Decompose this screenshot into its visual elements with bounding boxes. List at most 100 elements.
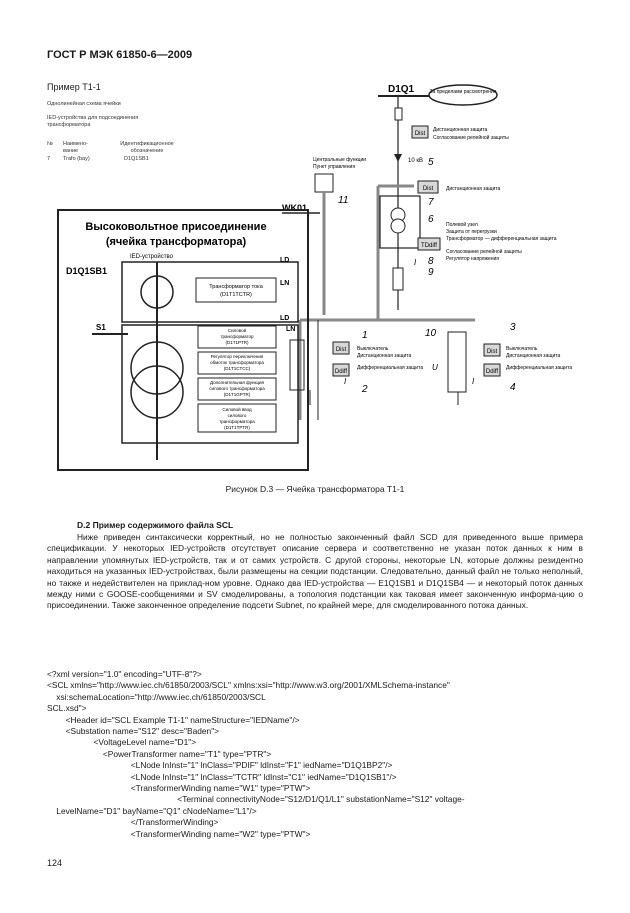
code-line: <SCL xmlns="http://www.iec.ch/61850/2003…	[47, 680, 450, 691]
num-2: 2	[361, 384, 368, 395]
right-breaker	[392, 267, 404, 291]
dist-top-label: Dist	[415, 131, 426, 137]
box-d-2: силового	[228, 413, 247, 418]
num-8: 8	[428, 256, 434, 267]
table-row-ident: D1Q1SB1	[124, 156, 149, 162]
transformer-bay-figure: D1Q1 За пределами рассмотрения Dist Дист…	[57, 84, 572, 471]
table-row-name: Trafo (bay)	[63, 156, 90, 162]
mid-note-0: Выключатель	[357, 346, 389, 352]
scl-code-listing: <?xml version="1.0" encoding="UTF-8"?> <…	[47, 669, 587, 840]
ddiff-r-label: Ddiff	[486, 369, 499, 375]
code-line: <LNode lnInst="1" lnClass="TCTR" ldInst=…	[47, 771, 397, 782]
ctrl-label-1: Центральные функции	[313, 157, 366, 163]
right2-note-2: Дифференциальная защита	[506, 365, 572, 371]
dist-top-note-2: Согласование релейной защиты	[433, 134, 509, 141]
i-d1-label: I	[344, 377, 347, 386]
ten-kv-label: 10 кВ	[408, 158, 423, 164]
cloud-label: За пределами рассмотрения	[430, 89, 497, 95]
ctrl-box	[314, 173, 334, 193]
code-line: <?xml version="1.0" encoding="UTF-8"?>	[47, 669, 202, 679]
d1q1-label: D1Q1	[388, 84, 415, 95]
section-heading: D.2 Пример содержимого файла SCL	[77, 520, 234, 530]
box-a-1: Силовой	[228, 327, 247, 333]
wk01-label: WK01	[282, 203, 307, 213]
dist-mid-label: Dist	[423, 186, 434, 192]
tdiff-label: TDdiff	[421, 243, 437, 249]
code-line: <Header id="SCL Example T1-1" nameStruct…	[47, 714, 300, 725]
top-disconnector	[394, 107, 403, 121]
box-a-2: трансформатор	[220, 334, 254, 339]
right-note-4: Регулятор напряжения	[446, 256, 499, 262]
right-note-1: Защита от перегрузки	[446, 229, 497, 235]
num-3: 3	[510, 322, 516, 333]
num-4: 4	[510, 382, 516, 393]
dist-mid-note: Дистанционная защита	[446, 186, 501, 192]
box-b	[197, 351, 277, 375]
box-d-1: Силовой ввод	[222, 406, 252, 412]
right2-note-0: Выключатель	[506, 346, 538, 352]
right-dev-frame	[447, 331, 467, 393]
ddiff-r-box	[483, 363, 501, 377]
code-line: <TransformerWinding name="W2" type="PTW"…	[47, 828, 311, 839]
code-line: SCL.xsd">	[47, 703, 87, 714]
hv-title-1: Высоковольтное присоединение	[85, 221, 266, 233]
box-a-3: (D1T1PTR)	[225, 340, 249, 345]
code-line: <Substation name="S12" desc="Baden">	[47, 726, 220, 737]
mid-note-2: Дифференциальная защита	[357, 365, 423, 371]
num-5: 5	[428, 157, 434, 168]
page-number: 124	[47, 858, 63, 868]
mid-note-1: Дистанционная защита	[357, 353, 412, 359]
ct-box	[195, 277, 277, 303]
box-c-1: Дополнительная функция	[210, 380, 265, 385]
left-dev-frame	[289, 339, 305, 391]
example-title: Пример T1-1	[47, 82, 101, 92]
body-paragraph: Ниже приведен синтаксически корректный, …	[47, 532, 583, 611]
s1-label: S1	[96, 323, 106, 332]
i-d3-label: I	[472, 377, 475, 386]
table-col-name: Наимено-вание	[63, 141, 88, 154]
box-d-3: трансформатора	[219, 419, 255, 424]
code-line: <Terminal connectivityNode="S12/D1/Q1/L1…	[47, 794, 465, 805]
tdiff-box	[417, 237, 441, 251]
table-row-num: 7	[47, 156, 51, 162]
d1q1sb1-label: D1Q1SB1	[66, 266, 107, 276]
code-line: <TransformerWinding name="W1" type="PTW"…	[47, 783, 311, 794]
code-line: <LNode lnInst="1" lnClass="PDIF" ldInst=…	[47, 760, 393, 771]
right2-note-1: Дистанционная защита	[506, 353, 561, 359]
num-10: 10	[425, 328, 437, 339]
box-d-4: (D1T1TPTR)	[224, 425, 250, 430]
box-b-3: (D1T1CTCC)	[224, 366, 251, 371]
box-c-3: (D1T1GPTR)	[224, 392, 251, 397]
ln-label-1: LN	[280, 280, 289, 287]
figure-caption: Рисунок D.3 — Ячейка трансформатора T1-1	[225, 484, 405, 494]
example-subtitle-2: IED-устройства для подсоединения трансфо…	[47, 115, 139, 128]
right-note-3: Согласование релейной защиты	[446, 248, 522, 255]
box-b-2: обмоток трансформатора	[210, 360, 264, 365]
dist-r-label: Dist	[487, 349, 498, 355]
trafo-right-frame	[379, 195, 421, 249]
dist-r-box	[483, 343, 501, 357]
box-c	[197, 377, 277, 401]
dist-mid-box	[417, 180, 439, 194]
ct-box-line-2: (D1T1TCTR)	[220, 292, 252, 298]
arrow-down	[394, 154, 402, 162]
ied-box-1	[121, 261, 299, 323]
u-d2-label: U	[432, 363, 438, 372]
ln-label-2: LN	[286, 326, 295, 333]
code-line: </TransformerWinding>	[47, 817, 219, 828]
dist-top-note-1: Дистанционная защита	[433, 127, 488, 133]
ddiff-l-label: Ddiff	[335, 369, 348, 375]
ct-box-line-1: Трансформатор тока	[209, 284, 263, 290]
dist-top-box	[411, 125, 429, 139]
right-note-2: Трансформатор — дифференциальная защита	[446, 236, 557, 242]
ctrl-label-2: Пункт управления	[313, 164, 355, 170]
trafo-right-circle-2	[390, 218, 406, 234]
box-a	[197, 325, 277, 349]
i-d2-label: I	[414, 258, 417, 267]
code-line: <VoltageLevel name="D1">	[47, 737, 197, 748]
ied-box-2	[121, 324, 299, 444]
example-subtitle-1: Однолинейная схема ячейки	[47, 101, 121, 107]
code-line: <PowerTransformer name="T1" type="PTR">	[47, 748, 272, 759]
right-note-0: Полевой узел	[446, 221, 478, 228]
num-11: 11	[338, 195, 348, 206]
